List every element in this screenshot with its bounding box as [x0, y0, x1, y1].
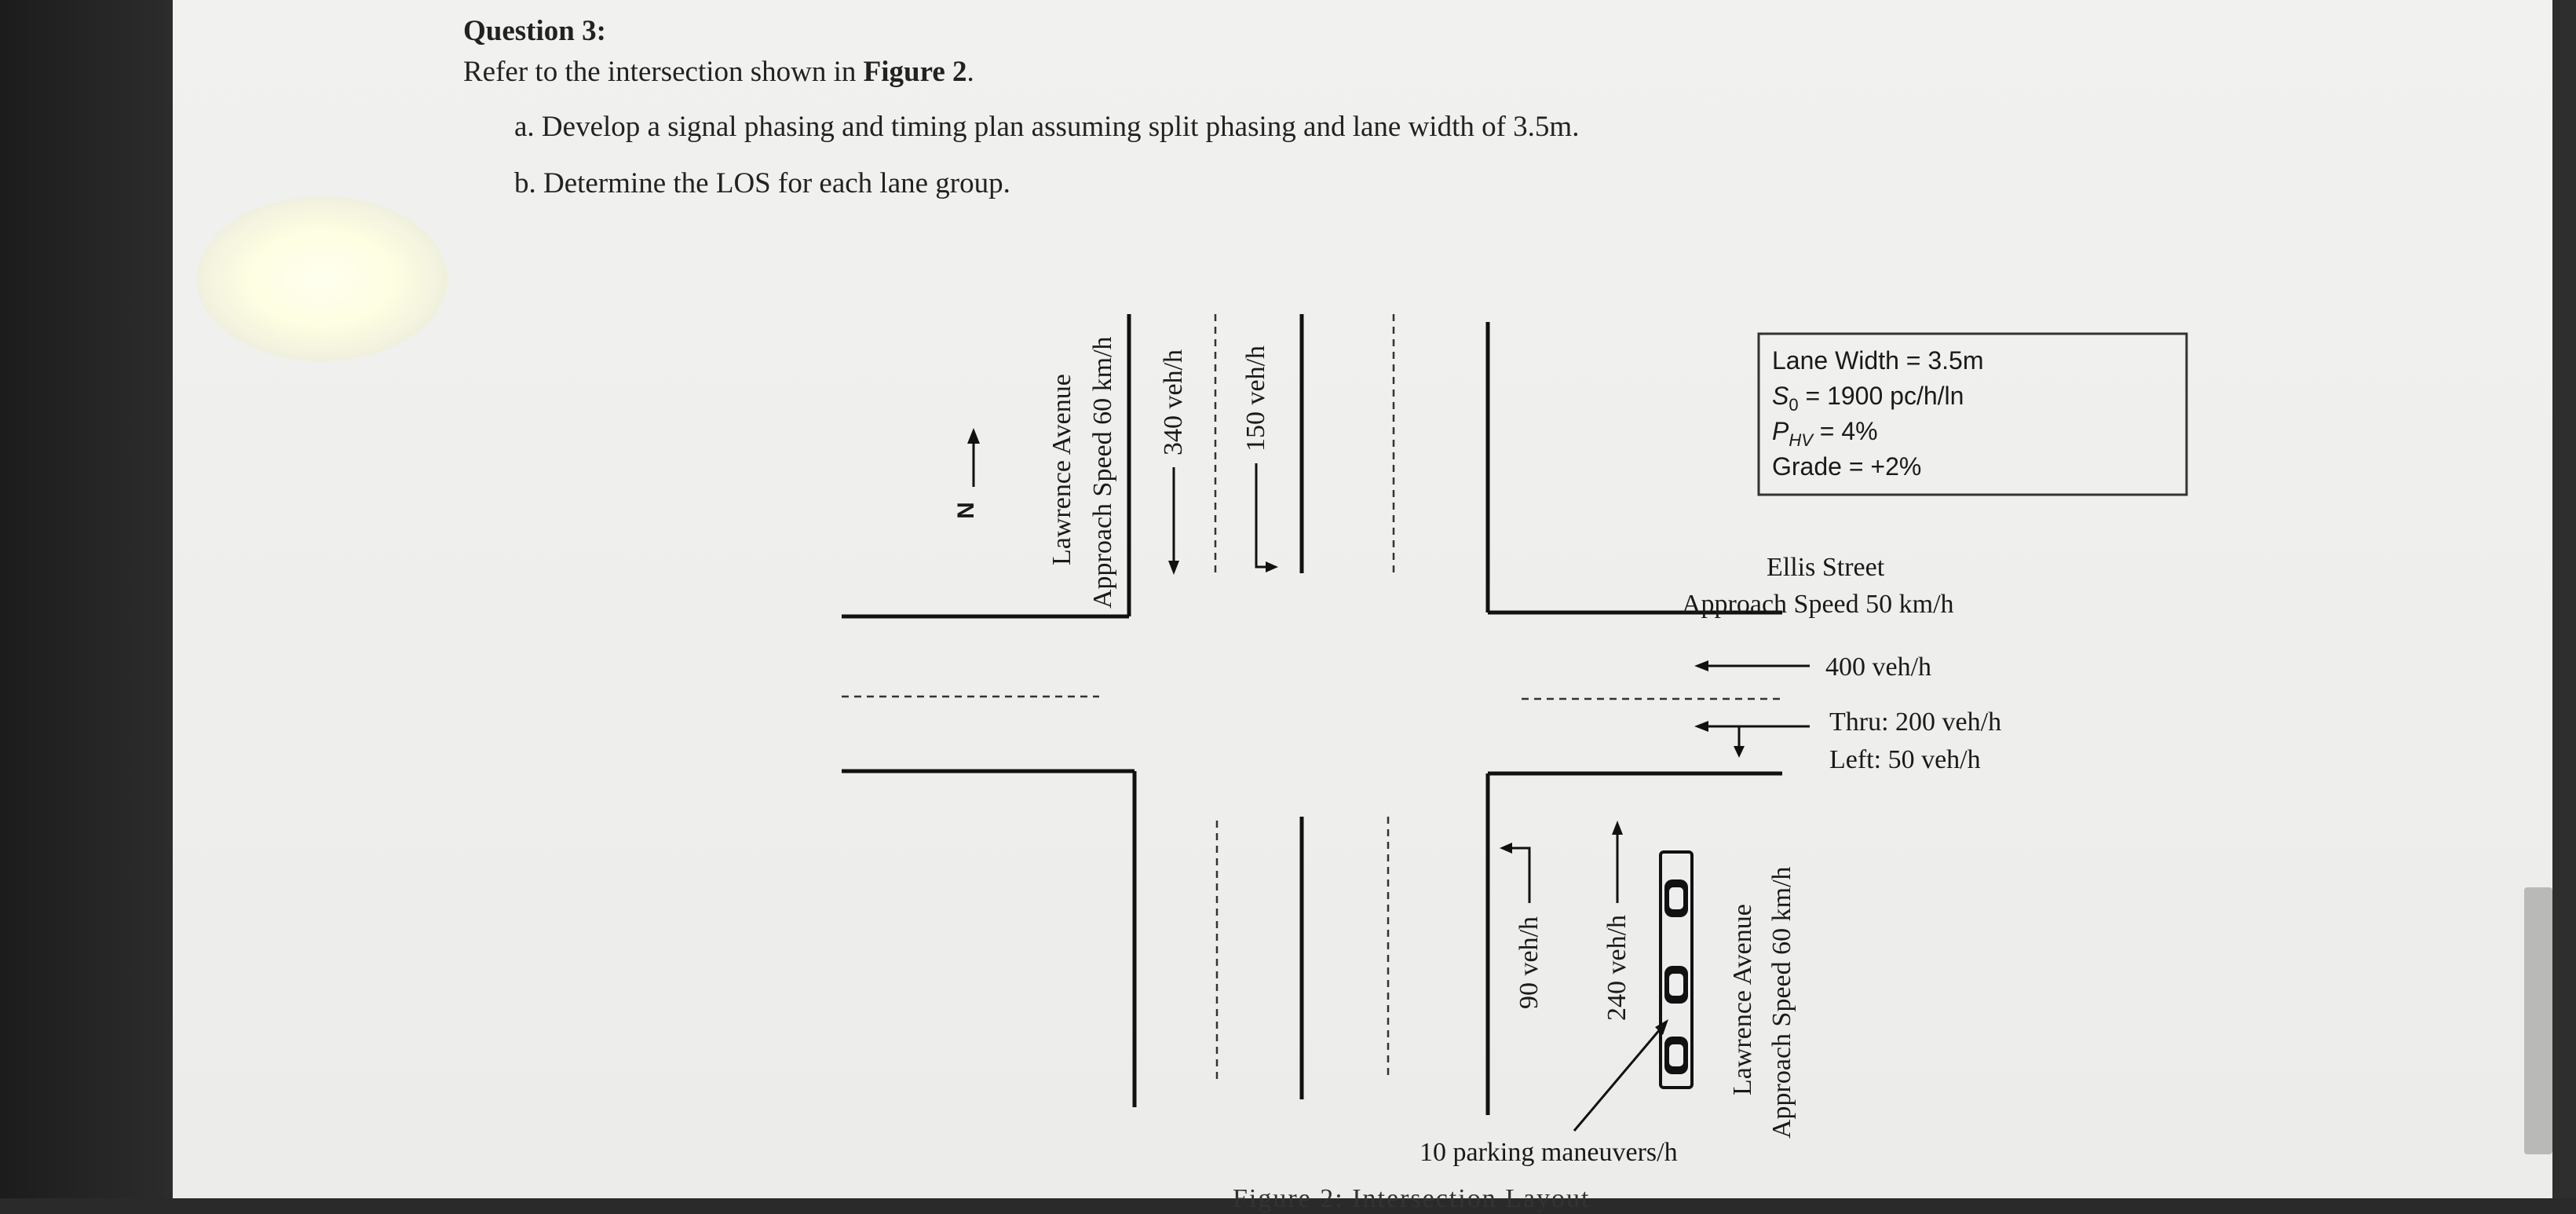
wb-left-arrow-icon	[1734, 746, 1745, 758]
monitor-bezel-left	[0, 0, 173, 1198]
south-street-speed: Approach Speed 60 km/h	[1767, 866, 1796, 1139]
south-street-name: Lawrence Avenue	[1728, 904, 1757, 1095]
sb-thru-arrow-icon	[1168, 561, 1179, 575]
nb-left-arrow-shaft	[1509, 847, 1531, 903]
intersection-figure: N Lawrence Avenue Approach Speed 60 km/h…	[842, 314, 2188, 1167]
param-saturation-flow: S0 = 1900 pc/h/ln	[1772, 382, 1964, 415]
north-arrow-icon	[967, 428, 980, 444]
param-lane-width: Lane Width = 3.5m	[1772, 346, 1983, 375]
nb-thru-volume: 240 veh/h	[1602, 915, 1631, 1021]
figure-caption: Figure 2: Intersection Layout	[1233, 1184, 1591, 1213]
screen-glare	[196, 196, 448, 361]
north-street-speed: Approach Speed 60 km/h	[1088, 336, 1117, 609]
phv-value: = 4%	[1813, 417, 1878, 445]
wb-shared-arrow-icon	[1694, 721, 1708, 732]
nb-thru-arrow-icon	[1612, 821, 1623, 835]
param-heavy-vehicles: PHV = 4%	[1772, 417, 1878, 450]
phv-symbol: P	[1772, 417, 1789, 445]
intro-suffix: .	[966, 56, 974, 88]
question-item-b: b. Determine the LOS for each lane group…	[514, 167, 1010, 199]
east-street-name: Ellis Street	[1767, 553, 1885, 582]
sb-right-volume: 150 veh/h	[1241, 346, 1270, 452]
east-street-speed: Approach Speed 50 km/h	[1682, 590, 1954, 619]
phv-subscript: HV	[1789, 430, 1814, 450]
car-icon	[1664, 879, 1688, 917]
question-intro: Refer to the intersection shown in Figur…	[463, 55, 974, 89]
document-page: Question 3: Refer to the intersection sh…	[173, 0, 2552, 1213]
scrollbar-thumb[interactable]	[2524, 887, 2552, 1154]
nb-left-arrow-icon	[1500, 843, 1512, 854]
figure-reference: Figure 2	[863, 56, 967, 88]
car-icon	[1664, 1037, 1688, 1074]
wb-thru-volume: 400 veh/h	[1825, 653, 1931, 682]
parameters-box	[1757, 332, 2188, 496]
monitor-bezel-right	[2552, 0, 2576, 1198]
nb-left-volume: 90 veh/h	[1515, 916, 1544, 1009]
sb-right-arrow-shaft	[1255, 463, 1269, 569]
parking-pointer-icon	[1655, 1019, 1668, 1035]
parking-lane-outline	[1659, 850, 1694, 1089]
s0-symbol: S	[1772, 382, 1789, 410]
s0-value: = 1900 pc/h/ln	[1799, 382, 1964, 410]
param-grade: Grade = +2%	[1772, 452, 1921, 481]
s0-subscript: 0	[1789, 395, 1798, 415]
wb-shared-thru-volume: Thru: 200 veh/h	[1829, 708, 2001, 737]
car-icon	[1664, 966, 1688, 1004]
parking-maneuvers-label: 10 parking maneuvers/h	[1420, 1138, 1678, 1167]
wb-shared-left-volume: Left: 50 veh/h	[1829, 745, 1981, 774]
wb-thru-arrow-icon	[1694, 660, 1708, 671]
parked-cars	[1659, 850, 1694, 1089]
question-item-a: a. Develop a signal phasing and timing p…	[514, 111, 1580, 143]
parking-pointer-line	[1573, 1028, 1662, 1132]
north-label: N	[953, 502, 979, 519]
sb-thru-volume: 340 veh/h	[1159, 349, 1188, 455]
sb-right-arrow-icon	[1266, 561, 1278, 572]
question-title: Question 3:	[463, 15, 606, 47]
north-street-name: Lawrence Avenue	[1047, 374, 1076, 565]
intro-prefix: Refer to the intersection shown in	[463, 56, 864, 88]
